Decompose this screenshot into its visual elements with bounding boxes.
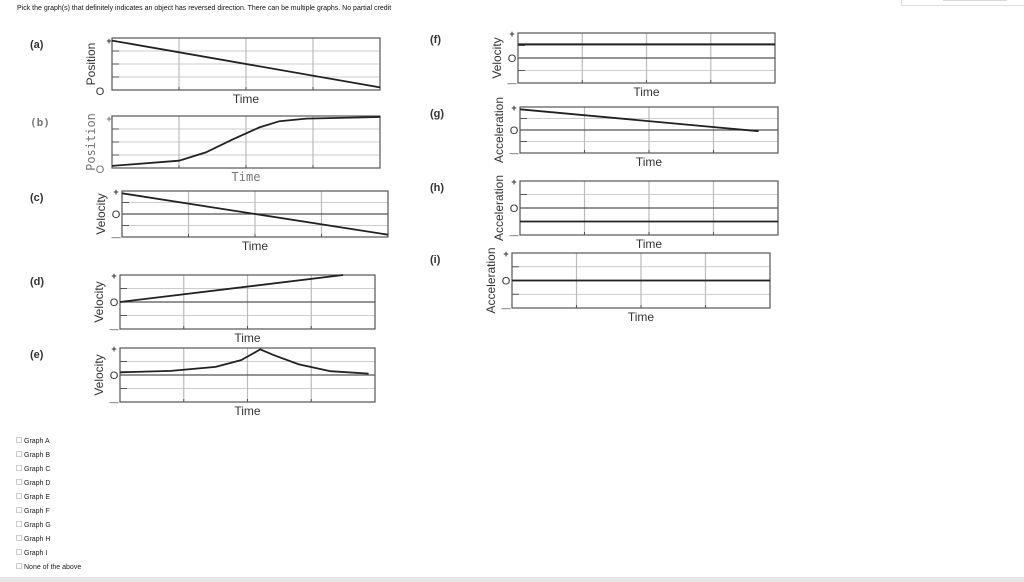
graph-label: (h) bbox=[430, 182, 444, 194]
checkbox[interactable] bbox=[16, 534, 22, 541]
option-graph-g[interactable]: Graph G bbox=[16, 518, 81, 532]
y-axis-label: Position bbox=[84, 113, 98, 171]
y-axis-label: Position bbox=[84, 43, 98, 86]
tick-plus: + bbox=[509, 29, 514, 39]
tick-minus: — bbox=[110, 324, 119, 334]
tick-plus: + bbox=[503, 249, 508, 259]
graph-label: (g) bbox=[430, 108, 444, 120]
tick-plus: + bbox=[511, 177, 516, 187]
top-right-bar bbox=[943, 0, 1007, 1]
y-axis-label: Acceleration bbox=[492, 175, 506, 241]
series-line-d bbox=[119, 274, 344, 303]
checkbox[interactable] bbox=[16, 562, 22, 569]
series-line-e bbox=[119, 348, 369, 375]
x-axis-label: Time bbox=[636, 237, 663, 251]
tick-minus: — bbox=[110, 397, 119, 407]
tick-plus: + bbox=[106, 114, 111, 124]
plot-frame bbox=[119, 347, 376, 403]
checkbox[interactable] bbox=[16, 450, 22, 457]
graph-label: (f) bbox=[430, 34, 441, 46]
question-text: Pick the graph(s) that definitely indica… bbox=[17, 5, 392, 12]
graph-label: (c) bbox=[30, 192, 44, 204]
tick-minus: — bbox=[508, 78, 517, 88]
series-line-c bbox=[121, 192, 389, 236]
y-axis-label: Velocity bbox=[92, 354, 106, 395]
x-axis-label: Time bbox=[234, 404, 261, 418]
plot-frame bbox=[111, 115, 381, 169]
y-axis-label: Velocity bbox=[92, 281, 106, 322]
option-graph-d[interactable]: Graph D bbox=[16, 476, 81, 490]
checkbox[interactable] bbox=[16, 492, 22, 499]
x-axis-label: Time bbox=[242, 239, 269, 253]
series-line-g bbox=[519, 108, 759, 133]
x-axis-label: Time bbox=[633, 85, 660, 99]
tick-zero: O bbox=[502, 276, 511, 288]
tick-minus: — bbox=[502, 303, 511, 313]
tick-zero: O bbox=[112, 209, 121, 221]
tick-zero: O bbox=[510, 203, 519, 215]
option-none[interactable]: None of the above bbox=[16, 560, 81, 574]
tick-plus: + bbox=[113, 187, 118, 197]
y-axis-label: Velocity bbox=[490, 37, 504, 78]
checkbox[interactable] bbox=[16, 478, 22, 485]
plot-frame bbox=[519, 180, 779, 236]
tick-minus: — bbox=[510, 230, 519, 240]
y-axis-label: Velocity bbox=[94, 193, 108, 234]
checkbox[interactable] bbox=[16, 520, 22, 527]
graph-label: (e) bbox=[30, 349, 44, 361]
plot-frame bbox=[121, 190, 389, 238]
y-axis-label: Acceleration bbox=[492, 97, 506, 163]
bottom-scrollbar[interactable] bbox=[0, 577, 1024, 582]
tick-zero: O bbox=[96, 86, 105, 98]
graphs-figure: (a)TimePosition+O(b)TimePosition+O(c)Tim… bbox=[30, 29, 779, 418]
series-line-a bbox=[111, 39, 381, 89]
tick-zero: O bbox=[110, 370, 119, 382]
graph-label: (a) bbox=[30, 39, 44, 51]
series-line-b bbox=[111, 116, 381, 167]
x-axis-label: Time bbox=[232, 170, 261, 184]
plot-frame bbox=[111, 37, 381, 91]
plot-frame bbox=[517, 32, 776, 84]
option-graph-c[interactable]: Graph C bbox=[16, 462, 81, 476]
tick-minus: — bbox=[112, 232, 121, 242]
tick-minus: — bbox=[510, 148, 519, 158]
checkbox[interactable] bbox=[16, 464, 22, 471]
plot-frame bbox=[519, 106, 779, 154]
x-axis-label: Time bbox=[628, 310, 655, 324]
top-right-control[interactable] bbox=[901, 0, 1024, 6]
x-axis-label: Time bbox=[636, 155, 663, 169]
checkbox[interactable] bbox=[16, 436, 22, 443]
option-graph-f[interactable]: Graph F bbox=[16, 504, 81, 518]
checkbox[interactable] bbox=[16, 506, 22, 513]
answer-options: Graph A Graph B Graph C Graph D Graph E … bbox=[16, 434, 81, 574]
option-graph-i[interactable]: Graph I bbox=[16, 546, 81, 560]
option-graph-a[interactable]: Graph A bbox=[16, 434, 81, 448]
tick-plus: + bbox=[111, 271, 116, 281]
option-graph-h[interactable]: Graph H bbox=[16, 532, 81, 546]
graph-label: (d) bbox=[30, 276, 44, 288]
option-graph-b[interactable]: Graph B bbox=[16, 448, 81, 462]
y-axis-label: Acceleration bbox=[484, 247, 498, 313]
option-graph-e[interactable]: Graph E bbox=[16, 490, 81, 504]
graph-label: (b) bbox=[30, 116, 50, 129]
tick-plus: + bbox=[106, 36, 111, 46]
x-axis-label: Time bbox=[233, 92, 260, 106]
graph-label: (i) bbox=[430, 254, 441, 266]
tick-zero: O bbox=[508, 53, 517, 65]
tick-zero: O bbox=[110, 297, 119, 309]
tick-plus: + bbox=[511, 103, 516, 113]
x-axis-label: Time bbox=[234, 331, 261, 345]
tick-zero: O bbox=[96, 164, 105, 176]
tick-zero: O bbox=[510, 125, 519, 137]
checkbox[interactable] bbox=[16, 548, 22, 555]
tick-plus: + bbox=[111, 344, 116, 354]
